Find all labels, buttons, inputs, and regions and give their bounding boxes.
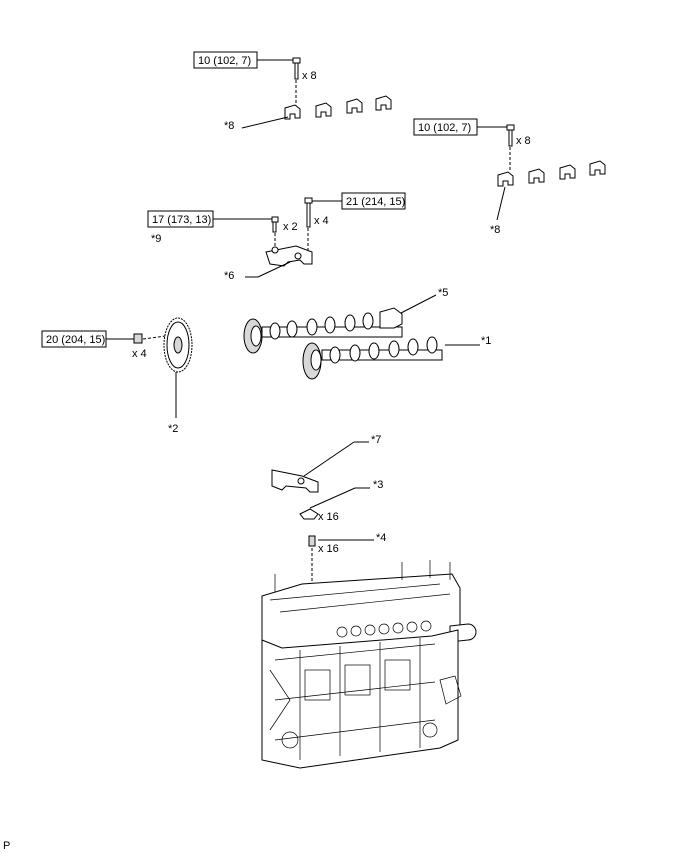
leader-c5 bbox=[400, 294, 437, 314]
sprocket-bolt bbox=[133, 333, 143, 344]
rocker-arm-part-3 bbox=[299, 508, 319, 520]
callout-c1: *1 bbox=[481, 335, 491, 347]
engine-cylinder-head-assembly bbox=[261, 560, 477, 769]
callout-c4: *4 bbox=[376, 532, 386, 544]
camshaft-part-1 bbox=[302, 336, 443, 380]
bolt-cap-left bbox=[292, 57, 301, 80]
bolt-17 bbox=[271, 216, 279, 233]
qty-bolt-21: x 4 bbox=[314, 215, 329, 227]
svg-text:10 (102, 7): 10 (102, 7) bbox=[418, 122, 471, 134]
callout-c3: *3 bbox=[373, 479, 383, 491]
lash-adjuster-part-4 bbox=[308, 535, 316, 547]
svg-text:21 (214, 15): 21 (214, 15) bbox=[346, 196, 405, 208]
leader-c6-b bbox=[257, 261, 291, 278]
svg-text:17 (173, 13): 17 (173, 13) bbox=[152, 214, 211, 226]
svg-text:20 (204, 15): 20 (204, 15) bbox=[46, 334, 105, 346]
torque-box-21: 21 (214, 15) bbox=[307, 192, 406, 210]
camshaft-timing-sprocket-part-2 bbox=[163, 317, 193, 373]
leader-c3-a bbox=[309, 487, 356, 509]
corner-mark: P bbox=[3, 840, 10, 852]
callout-c7: *7 bbox=[371, 434, 381, 446]
callout-c9: *9 bbox=[151, 233, 161, 245]
qty-sprocket: x 4 bbox=[132, 348, 147, 360]
leader-c7-a bbox=[303, 441, 355, 477]
torque-box-17: 17 (173, 13) bbox=[147, 210, 272, 228]
qty-cap-right: x 8 bbox=[516, 135, 531, 147]
bolt-cap-right bbox=[506, 124, 515, 147]
camshaft-part-5 bbox=[243, 307, 403, 354]
torque-box-20: 20 (204, 15) bbox=[41, 330, 134, 348]
callout-c8-left: *8 bbox=[224, 120, 234, 132]
callout-c2: *2 bbox=[168, 423, 178, 435]
svg-text:10 (102, 7): 10 (102, 7) bbox=[198, 55, 251, 67]
leader-c8-left bbox=[241, 116, 289, 129]
torque-box-cap-right: 10 (102, 7) bbox=[413, 118, 507, 136]
qty-cap-left: x 8 bbox=[302, 70, 317, 82]
bearing-caps-left bbox=[284, 95, 392, 120]
qty-adjuster: x 16 bbox=[318, 543, 339, 555]
bolt-21 bbox=[304, 197, 313, 228]
part-7 bbox=[271, 469, 319, 493]
dash-sprocket bbox=[142, 335, 167, 340]
callout-c6: *6 bbox=[224, 270, 234, 282]
bearing-caps-right bbox=[497, 160, 606, 187]
torque-box-cap-left: 10 (102, 7) bbox=[193, 51, 293, 69]
qty-bolt-17: x 2 bbox=[283, 221, 298, 233]
callout-c8-right: *8 bbox=[490, 224, 500, 236]
leader-c8-right bbox=[496, 186, 506, 221]
camshaft-housing-part-6 bbox=[265, 245, 313, 267]
callout-c5: *5 bbox=[438, 287, 448, 299]
qty-rocker: x 16 bbox=[318, 511, 339, 523]
